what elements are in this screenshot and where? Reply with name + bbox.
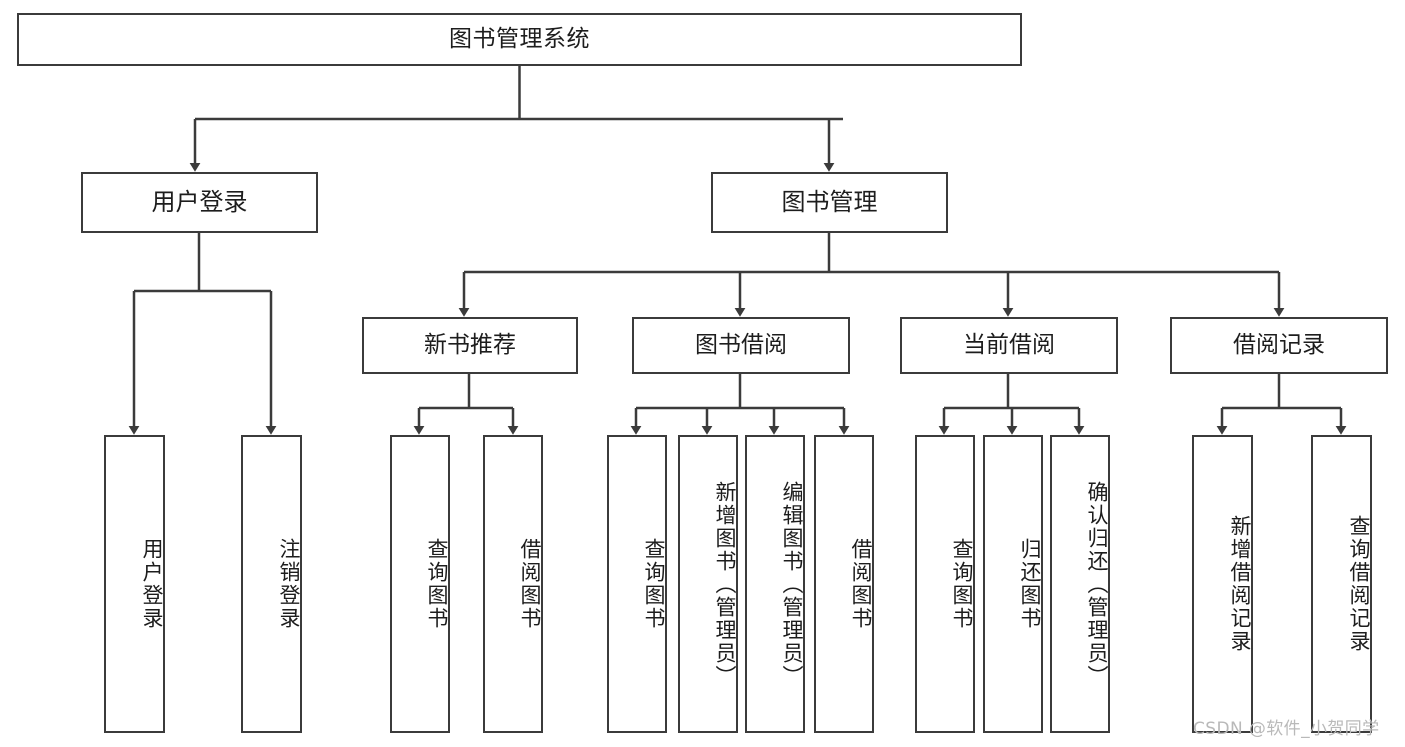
node-new-book-recommend[interactable]: 新书推荐	[362, 317, 578, 374]
node-user-login-label: 用户登录	[151, 188, 248, 217]
node-leaf-edit-book-admin-label: 编辑图书（管理员）	[780, 480, 804, 688]
node-leaf-add-book-admin-label: 新增图书（管理员）	[713, 480, 737, 688]
node-book-manage[interactable]: 图书管理	[711, 172, 948, 233]
node-leaf-logout-login[interactable]: 注销登录	[241, 435, 302, 733]
node-leaf-return-book-label: 归还图书	[1018, 538, 1042, 630]
node-leaf-borrow-book-recommend-label: 借阅图书	[518, 538, 542, 630]
node-book-borrow[interactable]: 图书借阅	[632, 317, 850, 374]
node-leaf-edit-book-admin[interactable]: 编辑图书（管理员）	[745, 435, 805, 733]
node-leaf-borrow-book[interactable]: 借阅图书	[814, 435, 874, 733]
node-root-label: 图书管理系统	[449, 25, 590, 52]
node-leaf-user-login[interactable]: 用户登录	[104, 435, 165, 733]
node-borrow-record[interactable]: 借阅记录	[1170, 317, 1388, 374]
node-leaf-query-book-borrow-label: 查询图书	[642, 538, 666, 630]
node-leaf-borrow-book-recommend[interactable]: 借阅图书	[483, 435, 543, 733]
node-leaf-confirm-return-admin-label: 确认归还（管理员）	[1085, 480, 1109, 688]
node-leaf-user-login-label: 用户登录	[140, 538, 164, 630]
node-book-borrow-label: 图书借阅	[695, 331, 787, 358]
node-leaf-return-book[interactable]: 归还图书	[983, 435, 1043, 733]
node-leaf-add-borrow-record-label: 新增借阅记录	[1228, 515, 1252, 653]
node-book-manage-label: 图书管理	[781, 188, 878, 217]
node-root[interactable]: 图书管理系统	[17, 13, 1022, 66]
node-leaf-add-borrow-record[interactable]: 新增借阅记录	[1192, 435, 1253, 733]
node-leaf-query-borrow-record[interactable]: 查询借阅记录	[1311, 435, 1372, 733]
node-current-borrow[interactable]: 当前借阅	[900, 317, 1118, 374]
node-borrow-record-label: 借阅记录	[1233, 331, 1325, 358]
node-leaf-confirm-return-admin[interactable]: 确认归还（管理员）	[1050, 435, 1110, 733]
node-leaf-borrow-book-label: 借阅图书	[849, 538, 873, 630]
node-leaf-query-book-borrow[interactable]: 查询图书	[607, 435, 667, 733]
node-new-book-recommend-label: 新书推荐	[424, 331, 516, 358]
node-leaf-query-borrow-record-label: 查询借阅记录	[1347, 515, 1371, 653]
watermark-csdn: CSDN @软件_小贺同学	[1193, 719, 1380, 739]
node-current-borrow-label: 当前借阅	[963, 331, 1055, 358]
node-leaf-query-book-recommend[interactable]: 查询图书	[390, 435, 450, 733]
node-leaf-add-book-admin[interactable]: 新增图书（管理员）	[678, 435, 738, 733]
node-leaf-query-book-current-label: 查询图书	[950, 538, 974, 630]
node-leaf-query-book-recommend-label: 查询图书	[425, 538, 449, 630]
node-leaf-logout-login-label: 注销登录	[277, 538, 301, 630]
node-user-login[interactable]: 用户登录	[81, 172, 318, 233]
node-leaf-query-book-current[interactable]: 查询图书	[915, 435, 975, 733]
